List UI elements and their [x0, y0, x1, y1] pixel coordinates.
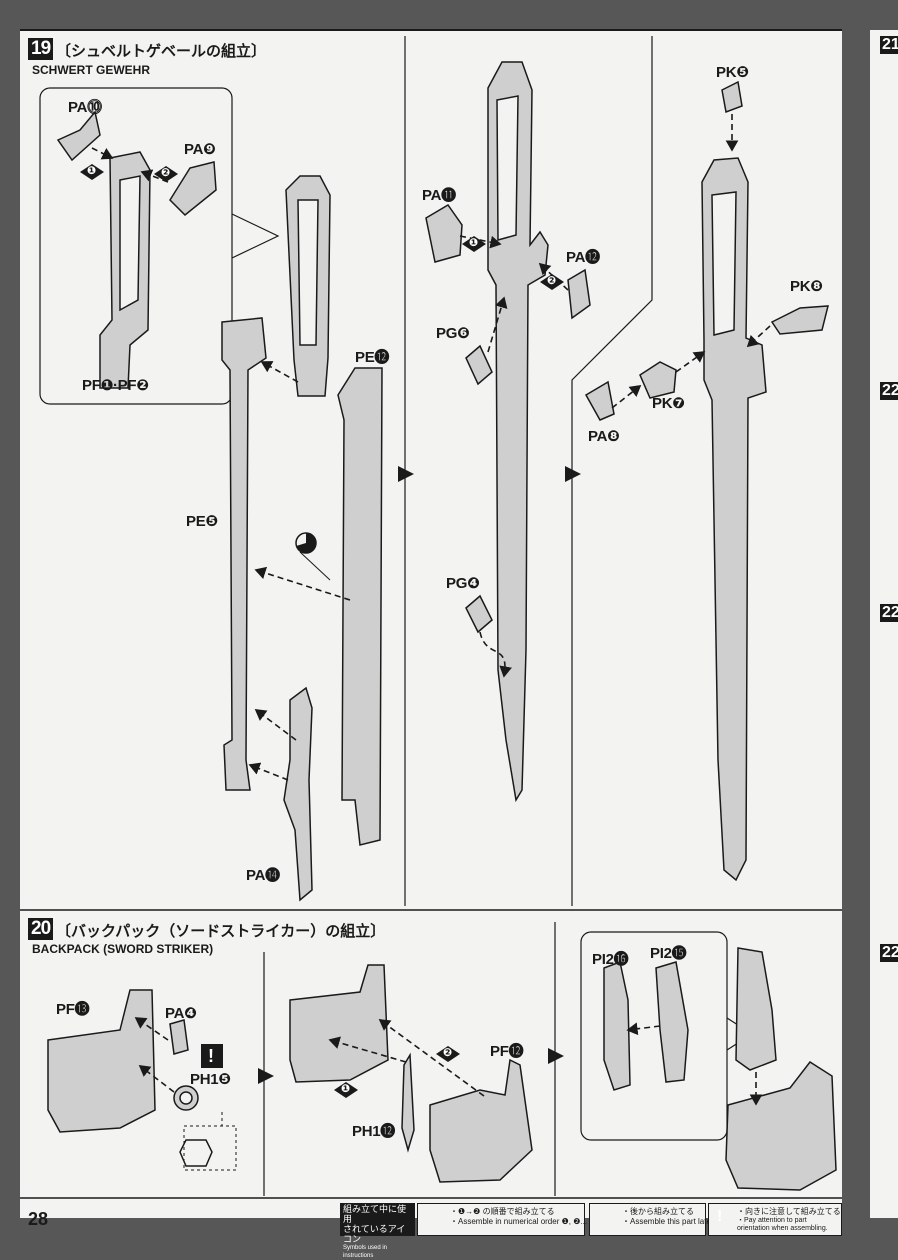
part-label: PA⓬	[566, 249, 600, 266]
part-label: PE❺	[186, 513, 218, 530]
legend-item-caution: ・向きに注意して組み立てる ・Pay attention to part ori…	[708, 1203, 842, 1236]
part-label: PK❺	[716, 64, 749, 81]
part-label: PA⓫	[422, 187, 456, 204]
step-title-en: SCHWERT GEWEHR	[32, 63, 150, 77]
legend-heading-en: Symbols used in instructions	[343, 1245, 388, 1259]
part-label: PA❽	[588, 428, 620, 445]
legend-item-assemble-later: ・後から組み立てる ・Assemble this part later.	[589, 1203, 715, 1236]
part-label: PH1❺	[190, 1071, 231, 1088]
part-label: PF⓭	[56, 1001, 90, 1018]
part-label: PF⓬	[490, 1043, 524, 1060]
legend-text-en: ・Assemble this part later.	[622, 1217, 716, 1226]
step-title-jp: 〔シュベルトゲベールの組立〕	[56, 43, 267, 60]
assembly-arrows	[91, 114, 771, 1106]
part-drawings	[47, 61, 837, 1191]
legend-heading: 組み立て中に使用 されているアイコン Symbols used in instr…	[340, 1203, 415, 1259]
part-label: PE⓬	[355, 349, 390, 366]
page-number: 28	[28, 1209, 49, 1229]
order-marker-2: ❷	[161, 167, 171, 179]
legend-text-en: ・Assemble in numerical order ❶, ❷...	[450, 1217, 588, 1226]
part-label: PF❶·PF❷	[82, 377, 149, 394]
next-page-step-number: 21	[880, 36, 898, 54]
step-number: 19	[28, 38, 54, 60]
next-page-step-number: 22	[880, 944, 898, 962]
order-marker-2: ❷	[443, 1047, 453, 1059]
order-marker-2: ❷	[547, 275, 557, 287]
step-title-en: BACKPACK (SWORD STRIKER)	[32, 942, 214, 956]
part-label: PA❹	[165, 1005, 197, 1022]
legend-heading-jp: 組み立て中に使用	[343, 1204, 407, 1224]
order-marker-1: ❶	[341, 1083, 351, 1095]
part-label: PA⓮	[246, 867, 280, 884]
next-page-step-number: 22	[880, 382, 898, 400]
order-marker-1: ❶	[469, 237, 479, 249]
part-label: PA❾	[184, 141, 216, 158]
next-page-edge	[870, 30, 898, 1218]
step-arrows	[258, 466, 581, 1084]
next-page-step-number: 22	[880, 604, 898, 622]
part-label: PK❼	[652, 395, 685, 412]
step-number: 20	[28, 918, 54, 940]
order-marker-1: ❶	[87, 165, 97, 177]
part-label: PI2⓯	[650, 945, 687, 962]
caution-icon: !	[208, 1046, 214, 1066]
order-markers	[80, 164, 564, 1098]
legend-text-jp: ・❶→❷ の順番で組み立てる	[450, 1207, 555, 1216]
part-label: PG❹	[446, 575, 480, 592]
caution-marker	[201, 1044, 223, 1068]
step-title-jp: 〔バックパック（ソードストライカー）の組立〕	[56, 923, 386, 940]
part-label: PK❽	[790, 278, 823, 295]
part-label: PA⓾	[68, 99, 102, 116]
caution-icon: !	[717, 1208, 723, 1225]
part-label: PG❻	[436, 325, 470, 342]
part-label: PI2⓰	[592, 951, 629, 968]
legend-item-numbered-order: ・❶→❷ の順番で組み立てる ・Assemble in numerical or…	[417, 1203, 588, 1236]
legend-text-en: ・Pay attention to part orientation when …	[737, 1217, 828, 1232]
legend-heading-jp: されているアイコン	[343, 1224, 406, 1244]
part-label: PH1⓬	[352, 1123, 395, 1140]
legend-text-jp: ・後から組み立てる	[622, 1207, 694, 1216]
legend-text-jp: ・向きに注意して組み立てる	[737, 1207, 841, 1216]
